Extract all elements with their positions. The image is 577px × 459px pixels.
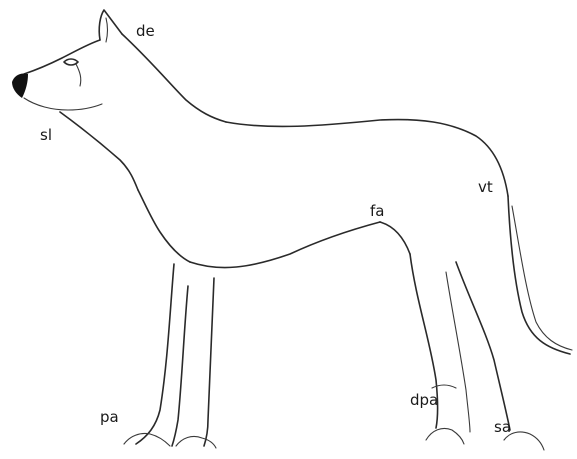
label-pa: pa [100, 410, 119, 425]
chest-outline [138, 190, 190, 262]
head-top-outline [24, 40, 100, 74]
hind-leg-inner-line [446, 272, 470, 432]
mouth-line [24, 98, 102, 110]
label-de: de [136, 24, 155, 39]
tail-outline [508, 196, 570, 354]
front-leg-middle-outline [172, 286, 188, 446]
hock-line [432, 385, 456, 388]
ear-outline [99, 10, 122, 40]
ear-inner-line [106, 18, 108, 42]
label-dpa: dpa [410, 393, 438, 408]
neck-back-outline [122, 34, 226, 122]
front-paw-right [176, 436, 216, 448]
label-vt: vt [478, 180, 493, 195]
neck-front-outline [60, 112, 138, 190]
cheek-line [76, 64, 81, 86]
label-sa: sa [494, 420, 511, 435]
nose [12, 73, 28, 98]
label-sl: sl [40, 128, 52, 143]
belly-outline [190, 222, 380, 268]
front-leg-back-outline [204, 278, 214, 446]
hind-leg-back-outline [456, 262, 510, 430]
back-outline [226, 120, 508, 196]
front-leg-front-outline [136, 264, 174, 444]
tail-inner-line [512, 206, 572, 350]
label-fa: fa [370, 204, 384, 219]
hind-paw-left [426, 428, 464, 444]
thigh-outline [380, 222, 410, 254]
